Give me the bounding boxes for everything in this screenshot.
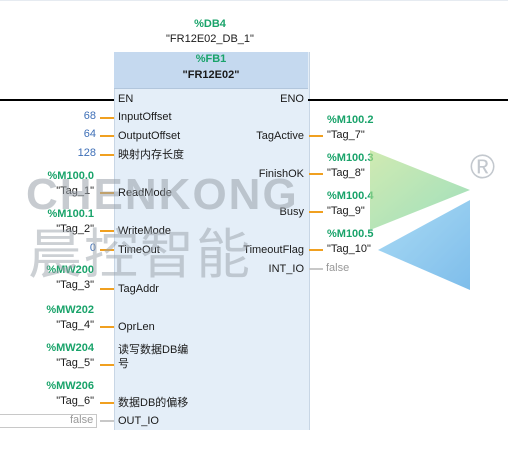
instance-db-address[interactable]: %DB4 <box>194 18 226 30</box>
operand-tag[interactable]: "Tag_9" <box>327 205 365 217</box>
pin-connector <box>309 268 323 270</box>
pin-connector <box>100 230 114 232</box>
pin-connector <box>309 211 323 213</box>
operand-address[interactable]: %M100.0 <box>47 170 94 182</box>
pin-finish-ok[interactable]: FinishOK <box>258 168 304 180</box>
operand-address[interactable]: %M100.1 <box>47 208 94 220</box>
pin-rw-data-db-number-line2: 号 <box>118 358 129 370</box>
pin-connector <box>100 288 114 290</box>
param-default-value: false <box>70 414 94 426</box>
watermark-brand: CHENKONG <box>26 170 299 219</box>
pin-busy[interactable]: Busy <box>279 206 304 218</box>
pin-write-mode[interactable]: WriteMode <box>118 225 171 237</box>
pin-output-offset[interactable]: OutputOffset <box>118 130 181 142</box>
pin-opr-len[interactable]: OprLen <box>118 321 155 333</box>
pin-tag-active[interactable]: TagActive <box>256 130 304 142</box>
operand-tag[interactable]: "Tag_10" <box>327 243 371 255</box>
instance-db-name[interactable]: "FR12E02_DB_1" <box>166 33 254 45</box>
pin-connector <box>309 173 323 175</box>
pin-connector <box>100 135 114 137</box>
watermark-registered-icon: ® <box>470 148 496 186</box>
param-value[interactable]: 0 <box>89 242 96 254</box>
pin-out-io[interactable]: OUT_IO <box>118 415 159 427</box>
watermark-logo-icon <box>370 150 470 290</box>
power-rail-out <box>308 99 508 101</box>
pin-connector <box>100 192 114 194</box>
pin-connector <box>100 364 114 366</box>
power-rail-in <box>0 99 114 101</box>
operand-address[interactable]: %M100.3 <box>327 152 374 164</box>
top-divider <box>0 0 508 1</box>
pin-connector <box>100 402 114 404</box>
pin-connector <box>309 135 323 137</box>
operand-address[interactable]: %M100.5 <box>327 228 374 240</box>
pin-timeout[interactable]: TimeOut <box>118 244 160 256</box>
pin-input-offset[interactable]: InputOffset <box>118 111 172 123</box>
param-value[interactable]: 68 <box>83 110 96 122</box>
pin-connector <box>100 420 114 422</box>
pin-int-io[interactable]: INT_IO <box>268 263 304 275</box>
pin-eno[interactable]: ENO <box>280 93 304 105</box>
operand-tag[interactable]: "Tag_3" <box>56 279 94 291</box>
function-block-address: %FB1 <box>195 53 227 65</box>
pin-connector <box>100 249 114 251</box>
pin-map-memory-length[interactable]: 映射内存长度 <box>118 149 184 161</box>
operand-address[interactable]: %M100.2 <box>327 114 374 126</box>
param-value[interactable]: 128 <box>77 147 96 159</box>
pin-en[interactable]: EN <box>118 93 134 105</box>
operand-tag[interactable]: "Tag_8" <box>327 167 365 179</box>
function-block-header <box>114 52 308 89</box>
operand-address[interactable]: %MW204 <box>46 342 94 354</box>
pin-read-mode[interactable]: ReadMode <box>118 187 172 199</box>
pin-connector <box>100 326 114 328</box>
operand-tag[interactable]: "Tag_7" <box>327 129 365 141</box>
operand-tag[interactable]: "Tag_4" <box>56 319 94 331</box>
param-default-value: false <box>326 262 350 274</box>
out-io-field[interactable] <box>0 414 97 428</box>
operand-tag[interactable]: "Tag_6" <box>56 395 94 407</box>
operand-address[interactable]: %M100.4 <box>327 190 374 202</box>
operand-tag[interactable]: "Tag_5" <box>56 357 94 369</box>
pin-rw-data-db-number[interactable]: 读写数据DB编 <box>118 344 189 356</box>
param-value[interactable]: 64 <box>83 128 96 140</box>
pin-data-db-offset[interactable]: 数据DB的偏移 <box>118 397 189 409</box>
operand-tag[interactable]: "Tag_1" <box>56 185 94 197</box>
pin-connector <box>100 154 114 156</box>
watermark-cn: 晨控智能 <box>28 225 252 285</box>
function-block-box[interactable] <box>114 52 310 430</box>
pin-timeout-flag[interactable]: TimeoutFlag <box>243 244 304 256</box>
operand-address[interactable]: %MW200 <box>46 264 94 276</box>
operand-address[interactable]: %MW206 <box>46 380 94 392</box>
pin-connector <box>100 117 114 119</box>
operand-tag[interactable]: "Tag_2" <box>56 223 94 235</box>
operand-address[interactable]: %MW202 <box>46 304 94 316</box>
function-block-name: "FR12E02" <box>182 69 240 81</box>
pin-connector <box>309 249 323 251</box>
pin-tag-addr[interactable]: TagAddr <box>118 283 159 295</box>
